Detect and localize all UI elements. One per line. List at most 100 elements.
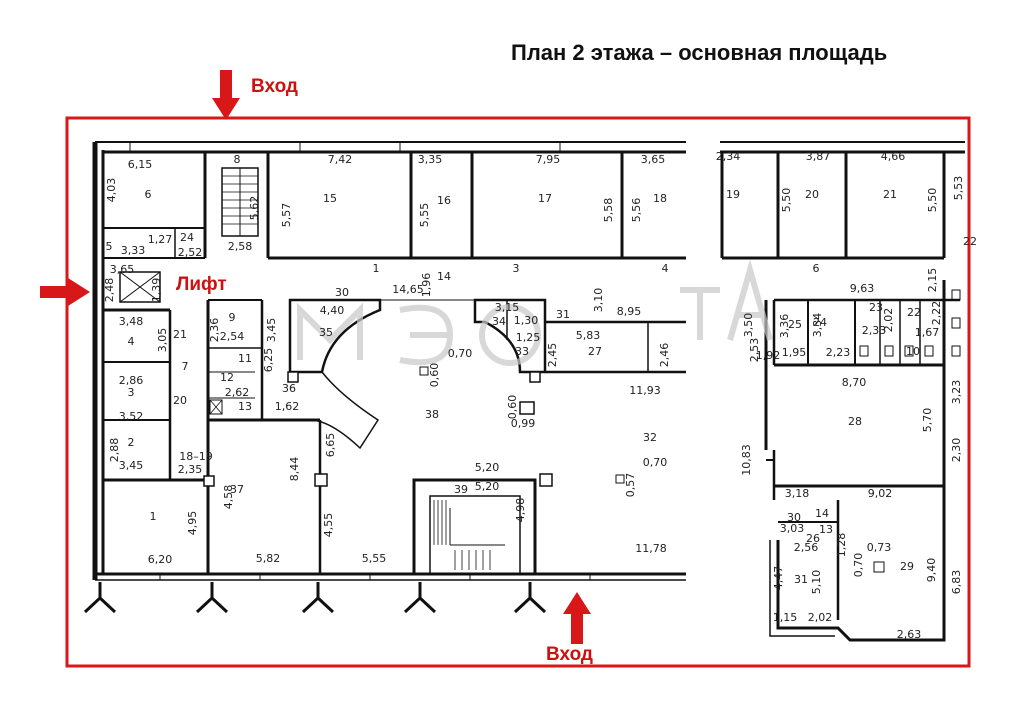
dimension-label: 4,66 bbox=[881, 150, 906, 163]
room-number: 23 bbox=[869, 301, 883, 314]
room-number: 5 bbox=[106, 240, 113, 253]
dimension-label: 3,05 bbox=[156, 328, 169, 353]
dimension-label: 2,45 bbox=[546, 343, 559, 368]
room-number: 18 bbox=[653, 192, 667, 205]
dimension-label: 6,20 bbox=[148, 553, 173, 566]
dimension-label: 2,86 bbox=[119, 374, 144, 387]
dimension-label: 1,30 bbox=[514, 314, 539, 327]
dimension-label: 4,03 bbox=[105, 178, 118, 203]
room-number: 6 bbox=[145, 188, 152, 201]
plan-labels: 6,154,035,622,587,425,573,355,557,955,58… bbox=[103, 150, 977, 641]
dimension-label: 1,95 bbox=[782, 346, 807, 359]
dimension-label: 3,03 bbox=[780, 522, 805, 535]
room-number: 3 bbox=[513, 262, 520, 275]
room-number: 2 bbox=[128, 436, 135, 449]
room-number: 21 bbox=[883, 188, 897, 201]
room-number: 14 bbox=[815, 507, 829, 520]
room-number: 4 bbox=[662, 262, 669, 275]
dimension-label: 3,45 bbox=[119, 459, 144, 472]
dimension-label: 9,40 bbox=[925, 558, 938, 583]
room-number: 1 bbox=[373, 262, 380, 275]
watermark bbox=[297, 259, 773, 366]
dimension-label: 4,47 bbox=[772, 566, 785, 591]
arrow-up-icon bbox=[563, 592, 591, 644]
room-number: 24 bbox=[180, 231, 194, 244]
dimension-label: 2,35 bbox=[178, 463, 203, 476]
dimension-label: 6,25 bbox=[262, 348, 275, 373]
dimension-label: 3,35 bbox=[418, 153, 443, 166]
room-number: 31 bbox=[794, 573, 808, 586]
dimension-label: 5,82 bbox=[256, 552, 281, 565]
dimension-label: 5,20 bbox=[475, 480, 500, 493]
room-number: 6 bbox=[813, 262, 820, 275]
dimension-label: 2,48 bbox=[103, 278, 116, 303]
dimension-label: 31 bbox=[556, 308, 570, 321]
room-number: 28 bbox=[848, 415, 862, 428]
dimension-label: 5,20 bbox=[475, 461, 500, 474]
dimension-label: 14,65 bbox=[392, 283, 424, 296]
dimension-label: 5,56 bbox=[630, 198, 643, 223]
room-number: 8 bbox=[234, 153, 241, 166]
room-number: 39 bbox=[454, 483, 468, 496]
room-number: 3 bbox=[128, 386, 135, 399]
room-number: 30 bbox=[787, 511, 801, 524]
dimension-label: 5,55 bbox=[362, 552, 387, 565]
dimension-label: 8,95 bbox=[617, 305, 642, 318]
dimension-label: 1,92 bbox=[756, 349, 781, 362]
dimension-label: 1,28 bbox=[835, 533, 848, 558]
dimension-label: 3,50 bbox=[742, 313, 755, 338]
dimension-label: 2,23 bbox=[826, 346, 851, 359]
room-number: 14 bbox=[437, 270, 451, 283]
dimension-label: 2,33 bbox=[862, 324, 887, 337]
entrance-label-top: Вход bbox=[251, 76, 298, 97]
dimension-label: 0,60 bbox=[428, 363, 441, 388]
room-number: 7 bbox=[182, 360, 189, 373]
dimension-label: 6,15 bbox=[128, 158, 153, 171]
dimension-label: 6,83 bbox=[950, 570, 963, 595]
room-number: 35 bbox=[319, 326, 333, 339]
room-number: 32 bbox=[643, 431, 657, 444]
left-block-walls bbox=[92, 141, 686, 581]
dimension-label: 2,58 bbox=[228, 240, 253, 253]
entrance-arrows bbox=[40, 70, 591, 644]
room-number: 25 bbox=[788, 318, 802, 331]
dimension-label: 3,36 bbox=[778, 314, 791, 339]
dimension-label: 4,98 bbox=[514, 498, 527, 523]
dimension-label: 0,99 bbox=[511, 417, 536, 430]
dimension-label: 1,67 bbox=[915, 326, 940, 339]
dimension-label: 11,93 bbox=[629, 384, 661, 397]
dimension-label: 3,34 bbox=[811, 313, 824, 338]
dimension-label: 3,45 bbox=[265, 318, 278, 343]
dimension-label: 2,52 bbox=[178, 246, 203, 259]
dimension-label: 2,34 bbox=[716, 150, 741, 163]
dimension-label: 30 bbox=[335, 286, 349, 299]
room-number: 26 bbox=[806, 532, 820, 545]
dimension-label: 2,46 bbox=[658, 343, 671, 368]
room-number: 24 bbox=[813, 316, 827, 329]
room-number: 21 bbox=[173, 328, 187, 341]
room-number: 38 bbox=[425, 408, 439, 421]
dimension-label: 1,62 bbox=[275, 400, 300, 413]
page-title: План 2 этажа – основная площадь bbox=[511, 40, 888, 65]
dimension-label: 2,15 bbox=[926, 268, 939, 293]
dimension-label: 8,70 bbox=[842, 376, 867, 389]
dimension-label: 0,57 bbox=[624, 473, 637, 498]
room-number: 12 bbox=[220, 371, 234, 384]
dimension-label: 0,73 bbox=[867, 541, 892, 554]
dimension-label: 2,62 bbox=[225, 386, 250, 399]
dimension-label: 3,48 bbox=[119, 315, 144, 328]
room-number: 11 bbox=[238, 352, 252, 365]
dimension-label: 1,96 bbox=[420, 273, 433, 298]
dimension-label: 0,70 bbox=[643, 456, 668, 469]
room-number: 19 bbox=[726, 188, 740, 201]
room-number: 37 bbox=[230, 483, 244, 496]
room-number: 33 bbox=[515, 345, 529, 358]
dimension-label: 5,57 bbox=[280, 203, 293, 228]
dimension-label: 10,83 bbox=[740, 444, 753, 476]
dimension-label: 2,22 bbox=[930, 301, 943, 326]
room-number: 29 bbox=[900, 560, 914, 573]
dimension-label: 3,65 bbox=[110, 263, 135, 276]
dimension-label: 4,40 bbox=[320, 304, 345, 317]
dimension-label: 0,60 bbox=[506, 395, 519, 420]
room-number: 22 bbox=[907, 306, 921, 319]
